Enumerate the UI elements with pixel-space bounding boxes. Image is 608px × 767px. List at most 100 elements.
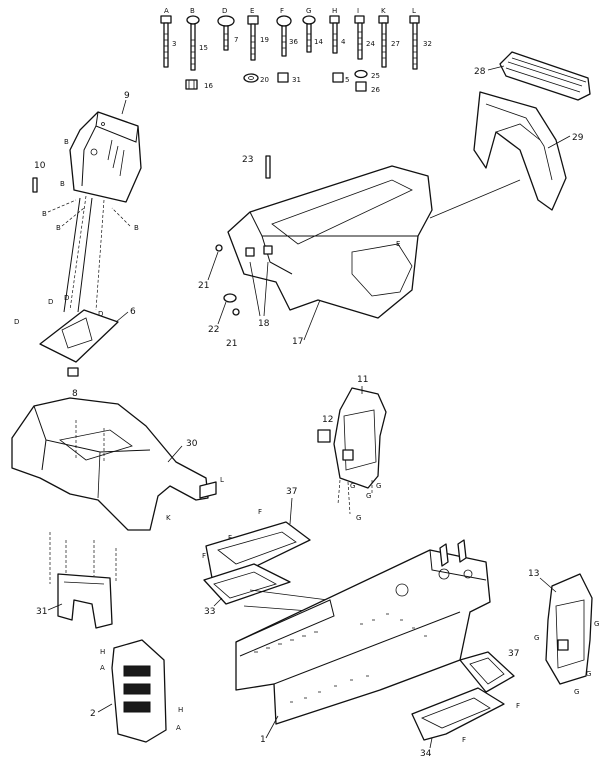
bolt-k-shank: [381, 22, 387, 68]
dash-assembly: 9 B B B B B 10 D D D D 6 8: [14, 91, 142, 399]
letter-g1: G: [350, 482, 355, 490]
ref-21a: 21: [198, 281, 209, 291]
bolt-g-head: [302, 15, 316, 25]
footrest-right-pad: [459, 651, 515, 693]
bolt-f-head: [276, 15, 292, 27]
bolt-k-head: [378, 15, 389, 24]
letter-f5: F: [462, 736, 466, 744]
bolt-f-letter: F: [280, 7, 284, 15]
ref-37a: 37: [286, 487, 297, 497]
dash-nut: [67, 367, 79, 377]
letter-d2: D: [64, 294, 69, 302]
fender-handle: [199, 481, 217, 499]
letter-e: E: [396, 240, 400, 248]
bolt-a-letter: A: [164, 7, 169, 15]
fender: [11, 397, 209, 531]
letter-b1: B: [64, 138, 69, 146]
dash-panel: [69, 111, 142, 203]
step-slot-2: [123, 683, 151, 695]
hood: [227, 165, 433, 319]
bolt-f-ref: 36: [289, 38, 298, 46]
letter-b3: B: [42, 210, 47, 218]
bolt-a-shank: [163, 22, 169, 68]
letter-k: K: [166, 514, 171, 522]
letter-b2: B: [60, 180, 65, 188]
ref-29: 29: [572, 133, 584, 143]
letter-l: L: [220, 476, 224, 484]
ref-28: 28: [474, 67, 486, 77]
nut-5: [332, 72, 344, 83]
bolt-e-head: [247, 15, 259, 25]
step-slot-1: [123, 665, 151, 677]
fender-bracket: [57, 573, 113, 629]
letter-f1: F: [258, 508, 262, 516]
fender-assembly: 30 L K 31: [11, 397, 224, 629]
bolt-e-ref: 19: [260, 36, 269, 44]
ref-13: 13: [528, 569, 539, 579]
bolt-i-shank: [357, 22, 363, 60]
nut-16-ref: 16: [204, 82, 213, 90]
letter-d1: D: [48, 298, 53, 306]
bolt-l-ref: 32: [423, 40, 432, 48]
bolt-d-ref: 7: [234, 36, 238, 44]
ref-17: 17: [292, 337, 303, 347]
lens-washer: [223, 293, 237, 303]
bolt-d-shank: [223, 25, 229, 51]
ref-30: 30: [186, 439, 198, 449]
washer-25-ref: 25: [371, 72, 380, 80]
letter-g2: G: [366, 492, 371, 500]
dash-bracket: [39, 309, 119, 363]
letter-d3: D: [14, 318, 19, 326]
right-footrest: F F 37 34: [411, 649, 520, 759]
letter-g4: G: [356, 514, 361, 522]
bolt-h-head: [329, 15, 340, 24]
grille: [473, 91, 567, 211]
bolt-f-shank: [281, 25, 287, 57]
nut-31-ref: 31: [292, 76, 301, 84]
bolt-k-letter: K: [381, 7, 386, 15]
small-plate: [317, 429, 331, 443]
ref-6: 6: [130, 307, 136, 317]
step-plate-assembly: H A H A 2: [90, 639, 183, 743]
bolt-g-letter: G: [306, 7, 311, 15]
letter-h1: H: [100, 648, 105, 656]
letter-f2: F: [228, 534, 232, 542]
ref-37b: 37: [508, 649, 519, 659]
step-slot-3: [123, 701, 151, 713]
letter-f4: F: [516, 702, 520, 710]
bolt-a-ref: 3: [172, 40, 176, 48]
washer-20: [243, 73, 259, 83]
footrest-left-top: [205, 521, 311, 579]
bolt-g-ref: 14: [314, 38, 323, 46]
bolt-k-ref: 27: [391, 40, 400, 48]
ref-21b: 21: [226, 339, 237, 349]
bolt-l-head: [409, 15, 420, 24]
bolt-g-shank: [306, 23, 312, 53]
side-panel-slot: [342, 449, 354, 461]
left-footrest: F F F 37 33: [202, 487, 329, 617]
letter-g3: G: [376, 482, 381, 490]
ref-12: 12: [322, 415, 333, 425]
letter-a1: A: [100, 664, 105, 672]
side-panel: [333, 387, 387, 489]
footrest-right-top: [411, 687, 505, 741]
headlight-right: [263, 245, 273, 255]
right-side-panel-assembly: 13 G G G G: [528, 569, 599, 696]
side-panel-assembly: 11 12 G G G G: [317, 375, 387, 522]
letter-a2: A: [176, 724, 181, 732]
letter-rg3: G: [586, 670, 591, 678]
bolt-l-letter: L: [412, 7, 416, 15]
washer-20-ref: 20: [260, 76, 269, 84]
nut-26: [355, 81, 367, 92]
bolt-b-ref: 15: [199, 44, 208, 52]
bolt-d-head: [217, 15, 235, 27]
side-bolt: [32, 177, 38, 193]
bolt-d-letter: D: [222, 7, 227, 15]
letter-b4: B: [56, 224, 61, 232]
bolt-a-head: [160, 15, 172, 24]
grille-frame: [499, 51, 591, 101]
letter-rg2: G: [594, 620, 599, 628]
ref-34: 34: [420, 749, 432, 759]
hood-assembly: E 18 17 21 22 21 23 29 28: [198, 51, 591, 349]
ref-2: 2: [90, 709, 96, 719]
